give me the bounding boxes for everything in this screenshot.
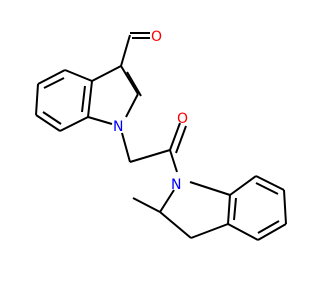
atom-label-oxygen-amide: O: [177, 111, 188, 127]
bond-indole-c7a-c3a: [87, 80, 93, 118]
bond-indoline-c5-c4: [257, 223, 287, 241]
bond-indole-c6-c7-inner: [42, 111, 62, 125]
bond-indole-c4-c5-inner: [43, 77, 65, 89]
bond-ch2-carbonyl: [129, 149, 171, 163]
bond-n1-ch2: [121, 132, 131, 163]
bond-cho-c3: [120, 34, 131, 67]
bond-indoline-c6-c5: [283, 189, 287, 225]
bond-amide-co-double: [169, 122, 181, 151]
bond-indole-c6-c7: [35, 114, 61, 132]
bond-amide-co-double: [175, 125, 187, 154]
molecule-diagram: O N O N: [35, 29, 287, 241]
atom-label-oxygen-aldehyde: O: [151, 29, 162, 45]
bond-indole-c7a-c3a-inner: [81, 85, 86, 113]
bond-indoline-n-c2: [159, 189, 175, 213]
bond-carbonyl-n: [169, 149, 178, 173]
bond-indoline-c5-c4-inner: [257, 220, 280, 234]
bond-indoline-c7-c6: [255, 175, 285, 191]
bond-indole-c3a-c4: [64, 69, 93, 82]
bond-indole-n1-c7a: [87, 116, 113, 125]
bond-indoline-c7-c6-inner: [255, 182, 279, 195]
bond-indole-c4-c5: [37, 69, 66, 85]
bond-indole-c3-c2-inner: [126, 71, 142, 97]
bond-indoline-c4-c3a: [227, 223, 259, 241]
bond-indoline-c2-methyl: [132, 197, 161, 213]
bond-indole-c3-c2: [120, 65, 139, 95]
bond-indoline-c3a-c7a: [227, 194, 231, 225]
bond-indole-c2-n1: [125, 93, 139, 118]
bond-layer: [35, 32, 287, 241]
bond-indole-c5-c6: [35, 83, 39, 116]
bond-indoline-c7a-c7: [229, 175, 257, 196]
structure-drawing: O N O N: [35, 29, 287, 241]
atom-labels: O N O N: [113, 29, 188, 193]
bond-indole-c3a-c3: [91, 65, 122, 82]
bond-indoline-c3-c3a: [190, 223, 229, 239]
bond-indole-c7-c7a: [59, 116, 89, 132]
bond-indoline-c2-c3: [159, 211, 192, 239]
atom-label-nitrogen-indole: N: [113, 119, 123, 135]
bond-indoline-c3a-c7a-inner: [233, 197, 237, 221]
bond-indoline-c7a-n: [189, 181, 231, 196]
atom-label-nitrogen-indoline: N: [171, 177, 181, 193]
